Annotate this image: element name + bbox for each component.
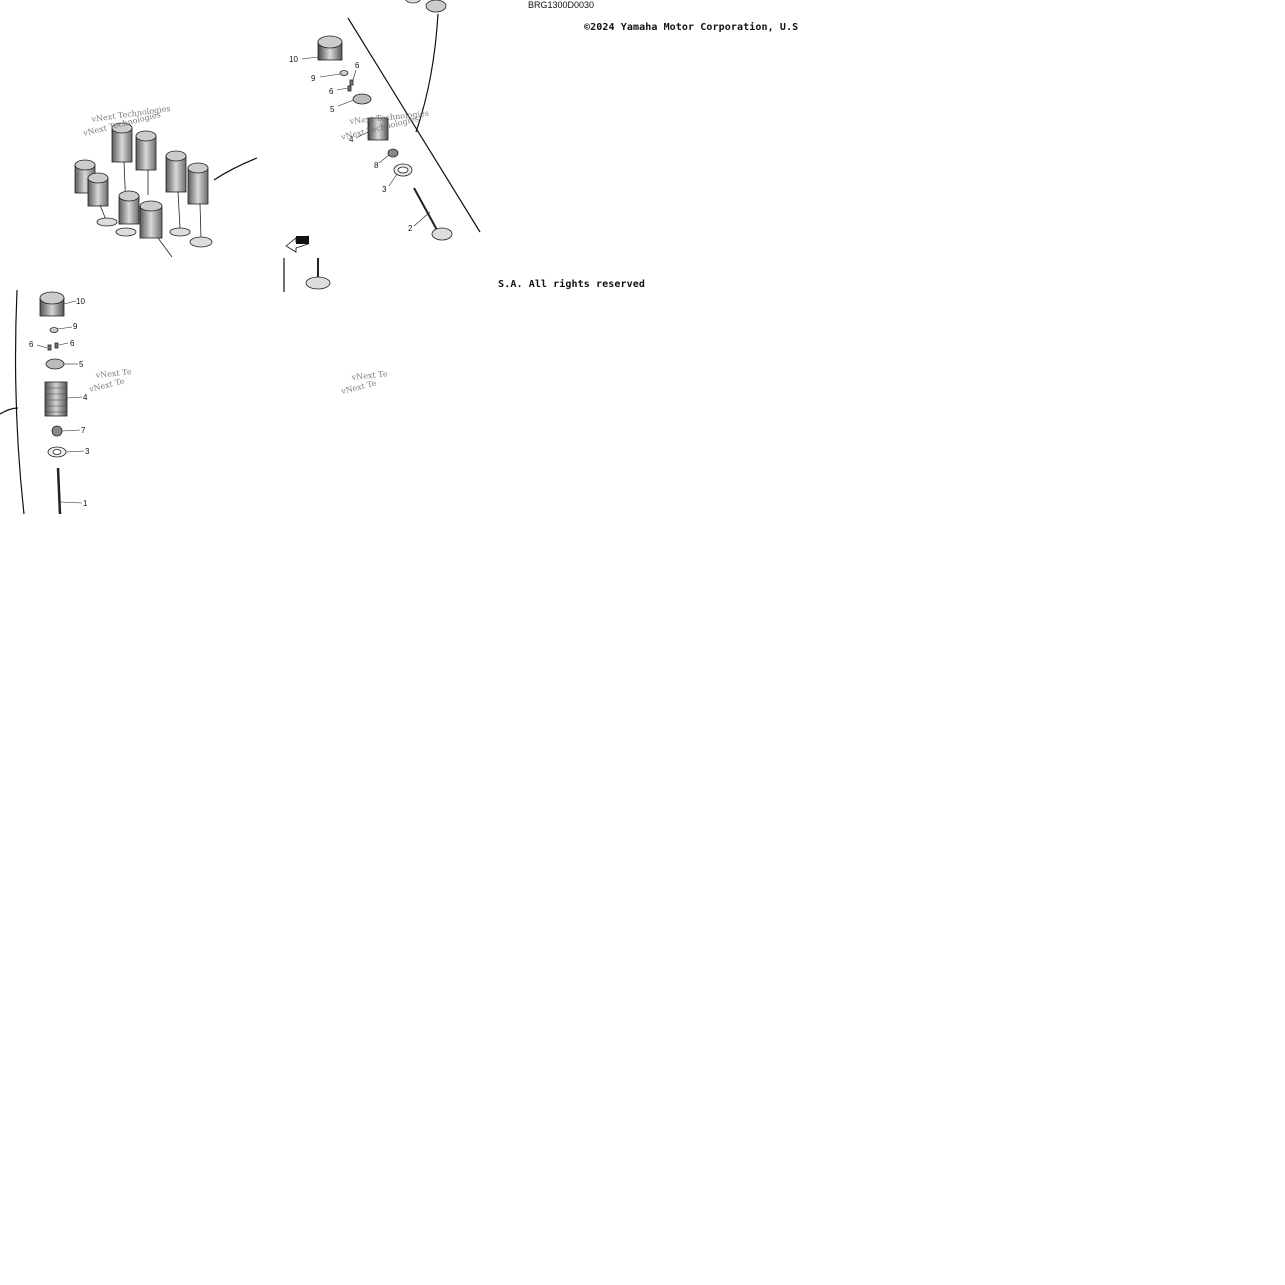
callout-9: 9: [73, 322, 78, 331]
watermark-fragment: vNext Te vNext Te: [339, 369, 388, 396]
exhaust-valve-drawing: 10 9 6 6 5 4 7 3 1 vNext Te vNext Te: [0, 289, 132, 515]
intake-valve-tile: 10 9 6 6 5 4 8 3 2 vNext Technologies vN…: [280, 0, 490, 295]
copyright-part-2: S.A. All rights reserved: [498, 279, 645, 290]
watermark-text: vNext Te: [350, 369, 388, 382]
valve-cluster-drawing: vNext Technologies vNext Technologies: [74, 104, 258, 258]
exhaust-valve-tile: 10 9 6 6 5 4 7 3 1 vNext Te vNext Te: [0, 286, 132, 515]
callout-2: 2: [408, 224, 413, 233]
callout-5: 5: [330, 105, 335, 114]
callout-7: 7: [81, 426, 86, 435]
callout-4: 4: [349, 135, 354, 144]
callout-9: 9: [311, 74, 316, 83]
front-arrow-icon: [285, 235, 309, 253]
watermark-text: vNext Te: [87, 376, 125, 394]
callout-4: 4: [83, 393, 88, 402]
callout-10: 10: [289, 55, 298, 64]
callout-3: 3: [382, 185, 387, 194]
intake-valve-drawing: 10 9 6 6 5 4 8 3 2 vNext Technologies vN…: [283, 0, 481, 292]
callout-6: 6: [70, 339, 75, 348]
callout-5: 5: [79, 360, 84, 369]
watermark-fragment-tile: vNext Te vNext Te: [336, 362, 388, 402]
callout-3: 3: [85, 447, 90, 456]
diagram-code: BRG1300D0030: [528, 0, 595, 10]
callout-6: 6: [29, 340, 34, 349]
callout-10: 10: [76, 297, 85, 306]
watermark-text: vNext Te: [94, 367, 132, 380]
callout-6: 6: [329, 87, 334, 96]
callout-1: 1: [83, 499, 88, 508]
copyright-part-1: ©2024 Yamaha Motor Corporation, U.S: [584, 22, 799, 33]
valve-cluster-tile: vNext Technologies vNext Technologies: [0, 0, 258, 258]
callout-8: 8: [374, 161, 379, 170]
callout-6: 6: [355, 61, 360, 70]
